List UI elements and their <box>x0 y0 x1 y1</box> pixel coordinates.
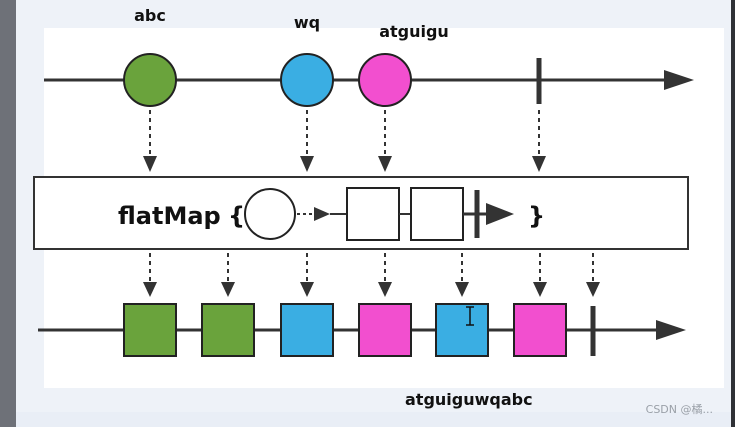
text-cursor-icon <box>466 306 474 326</box>
output-square-green-1 <box>123 303 177 357</box>
operator-to-output-arrows <box>143 253 600 297</box>
input-timeline-arrowhead <box>664 70 694 90</box>
output-square-blue-2 <box>435 303 489 357</box>
operator-open-brace: { <box>228 202 245 230</box>
output-square-magenta-2 <box>513 303 567 357</box>
input-marble-green <box>123 53 177 107</box>
input-to-operator-arrows <box>143 110 546 172</box>
output-square-blue-1 <box>280 303 334 357</box>
operator-inner-arrowhead <box>486 203 514 225</box>
output-timeline-arrowhead <box>656 320 686 340</box>
operator-map-arrowhead <box>314 207 330 221</box>
window-left-edge <box>0 0 16 427</box>
operator-output-square-1 <box>346 187 400 241</box>
csdn-watermark: CSDN @橘... <box>645 403 713 416</box>
input-marble-magenta <box>358 53 412 107</box>
output-label: atguiguwqabc <box>405 390 533 409</box>
operator-close-brace: } <box>528 202 545 230</box>
input-label-wq: wq <box>294 13 320 32</box>
input-label-atguigu: atguigu <box>379 22 449 41</box>
output-square-green-2 <box>201 303 255 357</box>
operator-name: flatMap <box>118 202 221 230</box>
window-right-edge <box>731 0 735 427</box>
operator-output-square-2 <box>410 187 464 241</box>
output-square-magenta-1 <box>358 303 412 357</box>
input-marble-blue <box>280 53 334 107</box>
input-label-abc: abc <box>134 6 166 25</box>
operator-input-marble <box>244 188 296 240</box>
